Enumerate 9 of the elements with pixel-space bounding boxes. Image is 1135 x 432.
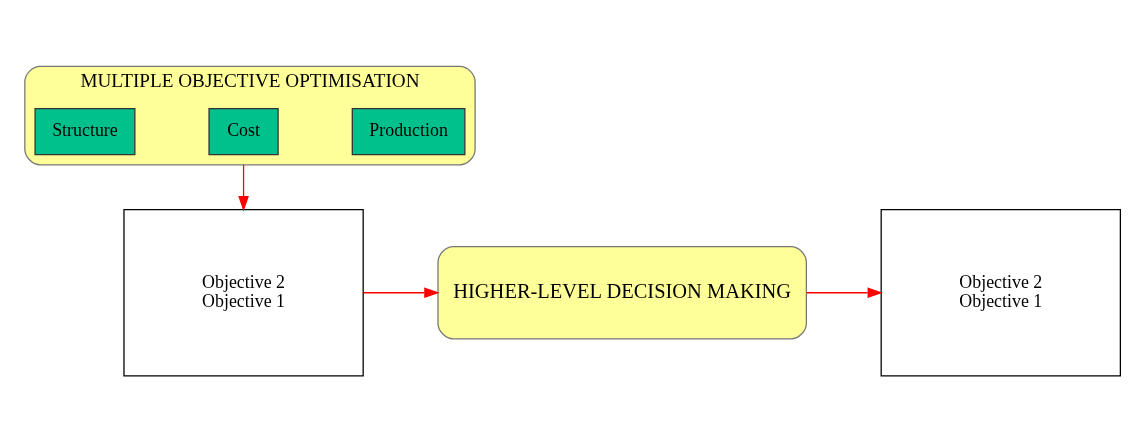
arrow	[806, 287, 883, 299]
node-box: Objective 2 Objective 1	[123, 208, 364, 377]
node-box: Cost	[208, 107, 279, 156]
node-box: HIGHER-LEVEL DECISION MAKING	[437, 246, 807, 340]
node-box: Production	[351, 107, 466, 156]
node-box: Structure	[34, 107, 136, 156]
arrow	[362, 287, 440, 299]
arrow	[238, 164, 249, 212]
node-box: Objective 2 Objective 1	[880, 208, 1122, 377]
